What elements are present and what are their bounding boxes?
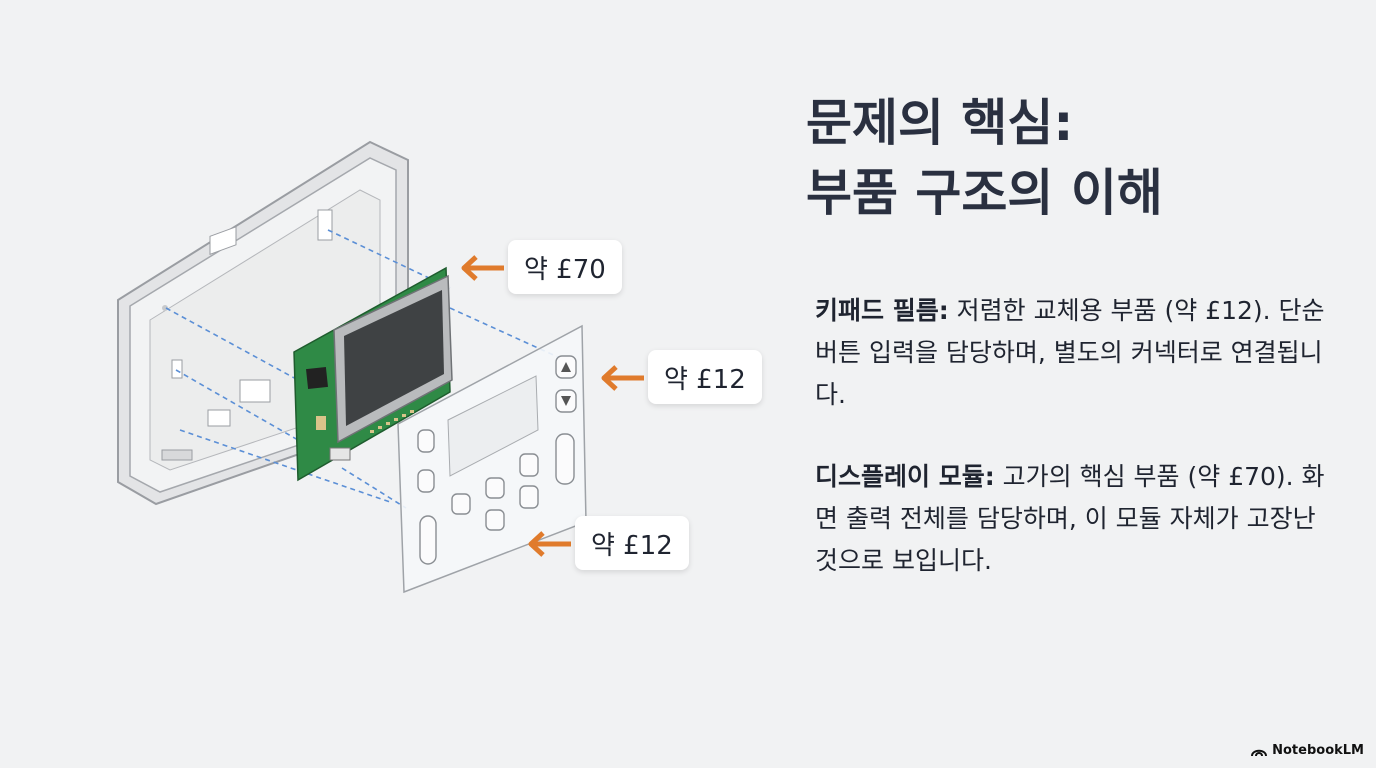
keypad-film-text: 저렴한 교체용 부품 (약 £12). 단순 버튼 입력을 담당하며, 별도의 … <box>815 296 1325 409</box>
title-line-1: 문제의 핵심: <box>806 94 1074 152</box>
callout-display-price: 약 £70 <box>508 240 622 294</box>
callout-film-price-bottom: 약 £12 <box>575 516 689 570</box>
arrow-left-icon <box>528 531 571 557</box>
notebooklm-brand: NotebookLM <box>1251 743 1364 758</box>
arrow-left-icon <box>601 365 644 391</box>
callout-film-price-top: 약 £12 <box>648 350 762 404</box>
slide-title: 문제의 핵심: 부품 구조의 이해 <box>806 88 1163 228</box>
keypad-film-term: 키패드 필름: <box>815 296 949 325</box>
display-module-text: 고가의 핵심 부품 (약 £70). 화면 출력 전체를 담당하며, 이 모듈 … <box>815 462 1325 575</box>
keypad-film <box>397 324 587 594</box>
display-module-description: 디스플레이 모듈: 고가의 핵심 부품 (약 £70). 화면 출력 전체를 담… <box>815 456 1335 582</box>
display-module <box>293 266 453 482</box>
brand-name: NotebookLM <box>1272 743 1364 758</box>
notebooklm-logo-icon <box>1251 749 1268 756</box>
keypad-film-description: 키패드 필름: 저렴한 교체용 부품 (약 £12). 단순 버튼 입력을 담당… <box>815 290 1335 416</box>
display-module-term: 디스플레이 모듈: <box>815 462 995 491</box>
arrow-left-icon <box>461 255 504 281</box>
title-line-2: 부품 구조의 이해 <box>806 164 1163 222</box>
exploded-parts-diagram <box>117 140 587 594</box>
